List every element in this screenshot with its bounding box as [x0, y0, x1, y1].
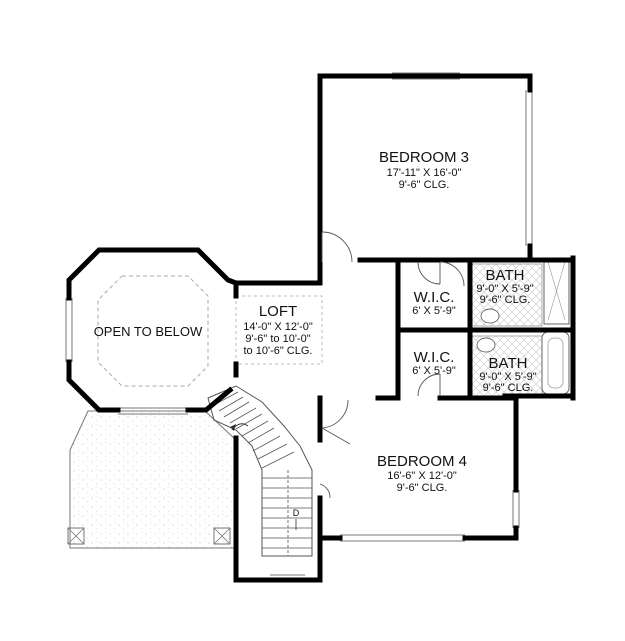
bedroom-4-size: 16'-6" X 12'-0"	[387, 470, 457, 482]
bath-lower-fixtures	[471, 331, 570, 397]
open-to-below-label: OPEN TO BELOW	[94, 324, 203, 339]
doors	[319, 231, 465, 499]
open-to-below-area	[97, 275, 209, 387]
bath-upper-size: 9'-0" X 5'-9"	[476, 283, 533, 295]
bedroom-4-name: BEDROOM 4	[377, 453, 467, 470]
loft-size: 14'-0" X 12'-0"	[243, 321, 313, 333]
loft-ceiling-line2: to 10'-6" CLG.	[244, 345, 313, 357]
bedroom-4-label: BEDROOM 4 16'-6" X 12'-0" 9'-6" CLG.	[377, 453, 467, 494]
wic-lower-name: W.I.C.	[414, 349, 455, 366]
bath-upper-name: BATH	[486, 267, 525, 284]
bedroom-3-name: BEDROOM 3	[379, 149, 469, 166]
windows	[65, 72, 533, 582]
bath-lower-name: BATH	[489, 355, 528, 372]
bath-upper-ceiling: 9'-6" CLG.	[480, 294, 531, 306]
bedroom-3-size: 17'-11" X 16'-0"	[387, 167, 462, 179]
wic-upper-size: 6' X 5'-9"	[412, 305, 456, 317]
stair-down-mark: D	[293, 508, 300, 518]
wic-upper-label: W.I.C. 6' X 5'-9"	[412, 289, 456, 317]
wic-lower-label: W.I.C. 6' X 5'-9"	[412, 349, 456, 377]
bath-lower-size: 9'-0" X 5'-9"	[479, 371, 536, 383]
wic-lower-size: 6' X 5'-9"	[412, 365, 456, 377]
loft-ceiling-line1: 9'-6" to 10'-0"	[245, 333, 310, 345]
bath-lower-ceiling: 9'-6" CLG.	[483, 382, 534, 394]
bath-upper-fixtures	[471, 257, 570, 327]
loft-ceiling-outline	[235, 295, 323, 365]
staircase	[207, 385, 313, 557]
loft-name: LOFT	[259, 303, 297, 320]
wic-upper-name: W.I.C.	[414, 289, 455, 306]
walls	[66, 73, 576, 583]
loft-label: LOFT 14'-0" X 12'-0" 9'-6" to 10'-0" to …	[243, 303, 313, 357]
bedroom-3-ceiling: 9'-6" CLG.	[399, 179, 450, 191]
terrace	[67, 410, 237, 549]
bedroom-4-ceiling: 9'-6" CLG.	[397, 482, 448, 494]
bath-upper-label: BATH 9'-0" X 5'-9" 9'-6" CLG.	[476, 267, 533, 306]
bedroom-3-label: BEDROOM 3 17'-11" X 16'-0" 9'-6" CLG.	[379, 149, 469, 191]
bath-lower-label: BATH 9'-0" X 5'-9" 9'-6" CLG.	[479, 355, 536, 394]
